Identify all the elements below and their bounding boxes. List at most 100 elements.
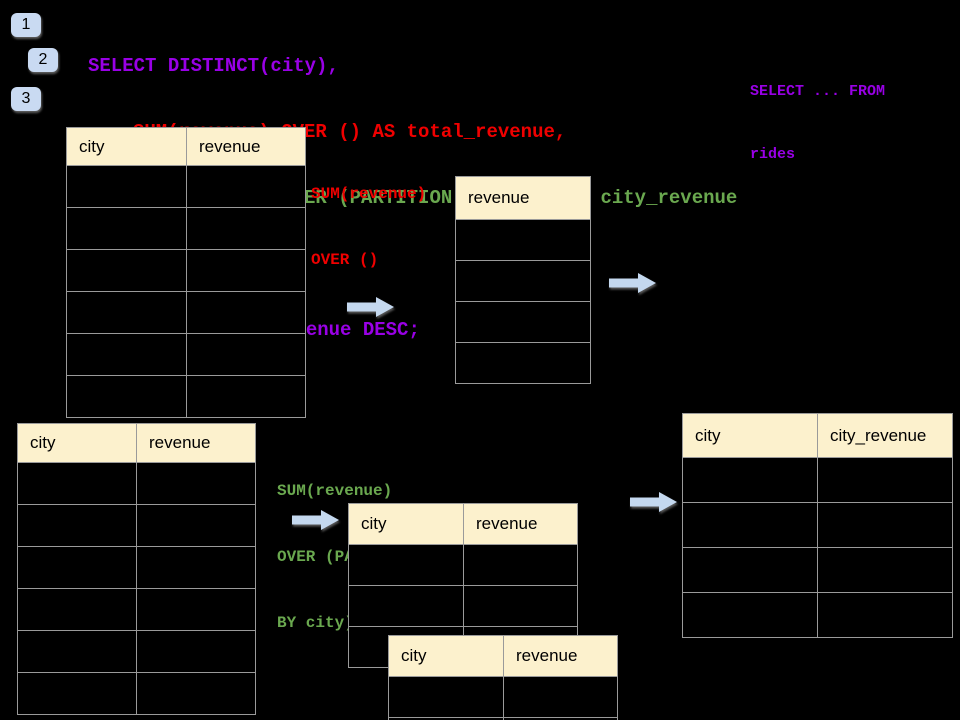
empty-table-row [455, 260, 591, 302]
empty-table-cell [682, 547, 818, 593]
empty-table-cell [455, 342, 591, 384]
label-line: OVER () [311, 251, 379, 269]
empty-table-cell [66, 165, 187, 208]
empty-table-row [17, 462, 256, 505]
empty-table-cell [463, 544, 578, 586]
column-header-revenue: revenue [503, 635, 618, 677]
table-header-row: city city_revenue [682, 413, 953, 458]
empty-table-cell [17, 504, 137, 547]
empty-table-row [66, 333, 306, 376]
arrow-right-icon [347, 297, 394, 317]
empty-table-cell [66, 249, 187, 292]
sql-line-select: SELECT DISTINCT(city), [88, 55, 339, 77]
empty-table-row [17, 588, 256, 631]
empty-table-cell [455, 260, 591, 302]
empty-table-row [682, 457, 953, 503]
empty-table-cell [817, 547, 953, 593]
empty-table-cell [136, 462, 256, 505]
empty-table-cell [17, 588, 137, 631]
empty-table-row [455, 219, 591, 261]
empty-table-cell [455, 219, 591, 261]
empty-table-row [66, 375, 306, 418]
column-header-revenue: revenue [463, 503, 578, 545]
empty-table-row [66, 249, 306, 292]
table-source-top: city revenue [66, 127, 306, 418]
empty-table-cell [817, 592, 953, 638]
label-line: SUM(revenue) [277, 482, 393, 500]
empty-table-row [17, 546, 256, 589]
empty-table-row [388, 676, 618, 718]
step-badge-2: 2 [28, 48, 58, 72]
column-header-city: city [682, 413, 818, 458]
step-badge-1: 1 [11, 13, 41, 37]
arrow-right-icon [609, 273, 656, 293]
empty-table-row [66, 207, 306, 250]
empty-table-row [66, 165, 306, 208]
empty-table-cell [136, 588, 256, 631]
step-badge-3: 3 [11, 87, 41, 111]
column-header-city: city [388, 635, 504, 677]
empty-table-cell [817, 502, 953, 548]
empty-table-cell [463, 585, 578, 627]
side-note-select-from-rides: SELECT ... FROM rides [750, 39, 885, 207]
empty-table-row [17, 672, 256, 715]
empty-table-cell [186, 207, 306, 250]
empty-table-cell [186, 249, 306, 292]
empty-table-cell [66, 207, 187, 250]
empty-table-cell [186, 291, 306, 334]
empty-table-row [17, 504, 256, 547]
empty-table-cell [66, 291, 187, 334]
empty-table-cell [136, 546, 256, 589]
empty-table-cell [136, 672, 256, 715]
column-header-city: city [66, 127, 187, 166]
empty-table-cell [186, 165, 306, 208]
empty-table-cell [17, 462, 137, 505]
empty-table-cell [388, 676, 504, 718]
empty-table-row [455, 301, 591, 343]
empty-table-cell [66, 333, 187, 376]
label-line: SUM(revenue) [311, 185, 427, 203]
table-partition-step-overlay: city revenue [388, 635, 618, 720]
empty-table-cell [17, 672, 137, 715]
empty-table-row [682, 592, 953, 638]
empty-table-cell [136, 504, 256, 547]
empty-table-row [682, 547, 953, 593]
empty-table-cell [503, 676, 618, 718]
empty-table-cell [17, 546, 137, 589]
step-badge-label: 3 [21, 90, 31, 107]
table-header-row: city revenue [388, 635, 618, 677]
arrow-right-icon [292, 510, 339, 530]
empty-table-cell [17, 630, 137, 673]
side-note-line: SELECT ... FROM [750, 83, 886, 100]
step-badge-label: 2 [38, 51, 48, 68]
empty-table-cell [682, 502, 818, 548]
column-header-city: city [17, 423, 137, 463]
step-badge-label: 1 [21, 16, 31, 33]
table-city-revenue-result: city city_revenue [682, 413, 953, 638]
label-line: BY city) [277, 614, 354, 632]
empty-table-cell [455, 301, 591, 343]
empty-table-row [348, 585, 578, 627]
column-header-revenue: revenue [186, 127, 306, 166]
label-sum-over-total: SUM(revenue) OVER () [311, 139, 426, 315]
table-total-revenue-result: revenue [455, 176, 591, 384]
empty-table-cell [136, 630, 256, 673]
empty-table-row [455, 342, 591, 384]
empty-table-cell [348, 544, 464, 586]
column-header-city: city [348, 503, 464, 545]
empty-table-row [348, 544, 578, 586]
column-header-revenue: revenue [455, 176, 591, 220]
empty-table-cell [817, 457, 953, 503]
empty-table-cell [348, 585, 464, 627]
arrow-right-icon [630, 492, 677, 512]
empty-table-cell [503, 717, 618, 720]
table-source-bottom: city revenue [17, 423, 256, 715]
column-header-city-revenue: city_revenue [817, 413, 953, 458]
table-header-row: city revenue [348, 503, 578, 545]
empty-table-row [682, 502, 953, 548]
table-header-row: revenue [455, 176, 591, 220]
empty-table-cell [186, 375, 306, 418]
empty-table-row [17, 630, 256, 673]
table-header-row: city revenue [17, 423, 256, 463]
